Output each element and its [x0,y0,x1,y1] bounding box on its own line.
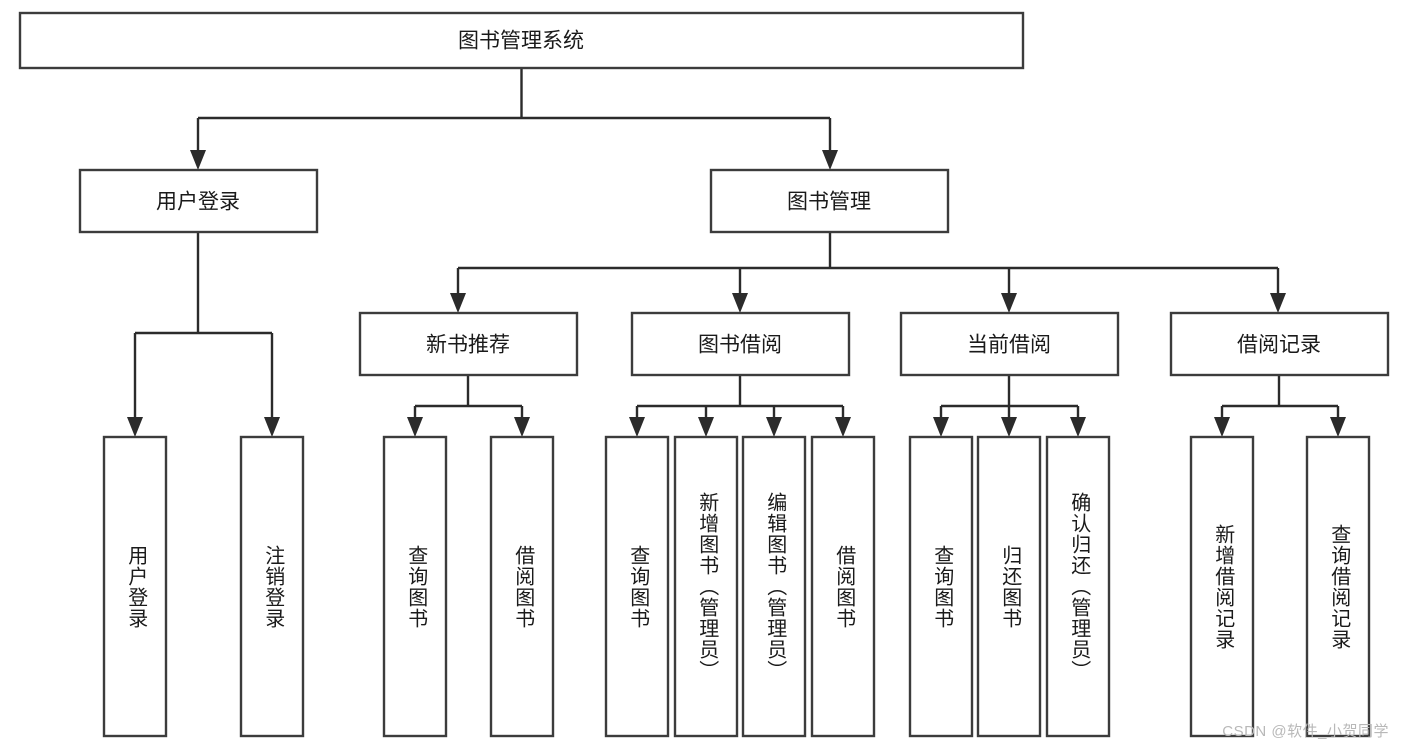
node-layer: 图书管理系统 用户登录 图书管理 新书推荐 图书借阅 当前 [18,11,1390,738]
node-book-manage-label: 图书管理 [787,191,871,214]
node-borrow-record-rect[interactable] [1169,311,1390,377]
arrow-head-leaf-query-book-3 [933,417,949,437]
node-book-borrow-label: 图书借阅 [698,334,782,357]
arrow-head-leaf-add-book [698,417,714,437]
node-new-book-recommend[interactable]: 新书推荐 [358,311,579,377]
node-user-login[interactable]: 用户登录 [78,168,319,234]
node-leaf-return-book-rect[interactable] [976,435,1042,738]
node-root-label: 图书管理系统 [458,30,584,53]
node-book-borrow-rect[interactable] [630,311,851,377]
arrow-head-book-manage [822,150,838,170]
arrow-head-leaf-return-book [1001,417,1017,437]
node-book-manage-rect[interactable] [709,168,950,234]
node-leaf-query-book-3-rect[interactable] [908,435,974,738]
arrow-head-leaf-borrow-book-1 [514,417,530,437]
node-leaf-borrow-book-2-rect[interactable] [810,435,876,738]
node-new-book-recommend-rect[interactable] [358,311,579,377]
node-leaf-add-record-rect[interactable] [1189,435,1255,738]
arrow-head-leaf-logout-login [264,417,280,437]
node-leaf-add-book-rect[interactable] [673,435,739,738]
node-leaf-logout-login-rect[interactable] [239,435,305,738]
node-root-rect[interactable] [18,11,1025,70]
arrow-head-user-login [190,150,206,170]
node-user-login-rect[interactable] [78,168,319,234]
arrow-head-leaf-edit-book [766,417,782,437]
node-current-borrow[interactable]: 当前借阅 [899,311,1120,377]
node-new-book-recommend-label: 新书推荐 [426,334,510,357]
connector-layer [127,68,1346,437]
node-current-borrow-rect[interactable] [899,311,1120,377]
node-leaf-confirm-return-rect[interactable] [1045,435,1111,738]
node-user-login-label: 用户登录 [156,191,240,214]
node-leaf-query-record-rect[interactable] [1305,435,1371,738]
node-leaf-edit-book-rect[interactable] [741,435,807,738]
arrow-head-leaf-query-book-2 [629,417,645,437]
node-root[interactable]: 图书管理系统 [18,11,1025,70]
node-borrow-record-label: 借阅记录 [1237,334,1321,357]
arrow-head-current-borrow [1001,293,1017,313]
arrow-head-borrow-record [1270,293,1286,313]
node-book-manage[interactable]: 图书管理 [709,168,950,234]
node-current-borrow-label: 当前借阅 [967,334,1051,357]
arrow-head-leaf-query-record [1330,417,1346,437]
arrow-head-book-borrow [732,293,748,313]
arrow-head-leaf-query-book-1 [407,417,423,437]
node-leaf-borrow-book-1-rect[interactable] [489,435,555,738]
node-book-borrow[interactable]: 图书借阅 [630,311,851,377]
arrow-head-leaf-borrow-book-2 [835,417,851,437]
watermark-text: CSDN @软件_小贺同学 [1222,723,1389,740]
arrow-head-new-book-recommend [450,293,466,313]
node-leaf-query-book-2-rect[interactable] [604,435,670,738]
arrow-head-leaf-add-record [1214,417,1230,437]
node-leaf-query-book-1-rect[interactable] [382,435,448,738]
arrow-head-leaf-user-login [127,417,143,437]
node-borrow-record[interactable]: 借阅记录 [1169,311,1390,377]
node-leaf-user-login-rect[interactable] [102,435,168,738]
arrow-head-leaf-confirm-return [1070,417,1086,437]
